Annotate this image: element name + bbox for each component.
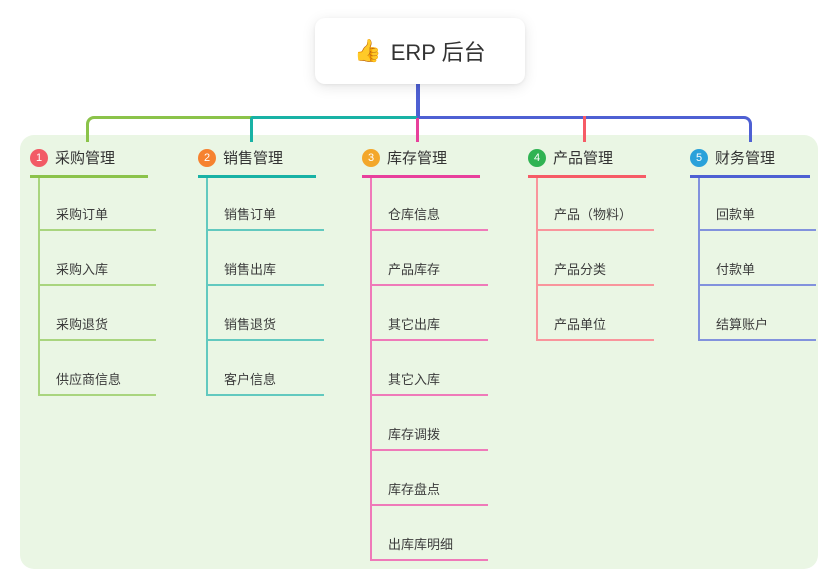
node-supplier-info[interactable]: 供应商信息	[38, 366, 156, 396]
node-receipt-order[interactable]: 回款单	[698, 201, 816, 231]
node-stock-transfer[interactable]: 库存调拨	[370, 421, 488, 451]
branch-purchase-header[interactable]: 1 采购管理	[30, 140, 148, 178]
node-stock-taking[interactable]: 库存盘点	[370, 476, 488, 506]
connector-branch-1	[86, 116, 253, 142]
branch-inventory: 3 库存管理 仓库信息 产品库存 其它出库 其它入库 库存调拨 库存盘点 出库库…	[362, 140, 488, 561]
branch-product-header[interactable]: 4 产品管理	[528, 140, 646, 178]
branch-label: 销售管理	[223, 150, 284, 167]
connector-branch-4	[583, 116, 586, 142]
branch-label: 库存管理	[387, 150, 448, 167]
branch-number-badge: 2	[198, 148, 216, 167]
branch-spine-line	[370, 178, 372, 559]
node-product-material[interactable]: 产品（物料）	[536, 201, 654, 231]
root-node-label: ERP 后台	[390, 40, 486, 65]
node-purchase-order[interactable]: 采购订单	[38, 201, 156, 231]
node-sales-return[interactable]: 销售退货	[206, 311, 324, 341]
branch-spine-line	[536, 178, 538, 339]
connector-branch-3	[416, 118, 419, 142]
node-payment-order[interactable]: 付款单	[698, 256, 816, 286]
branch-label: 财务管理	[715, 150, 776, 167]
root-stem-connector	[416, 84, 420, 118]
branch-number-badge: 4	[528, 148, 546, 167]
node-product-stock[interactable]: 产品库存	[370, 256, 488, 286]
branch-inventory-header[interactable]: 3 库存管理	[362, 140, 480, 178]
connector-branch-2	[250, 116, 418, 142]
branch-number-badge: 5	[690, 148, 708, 167]
branch-number-badge: 1	[30, 148, 48, 167]
node-product-unit[interactable]: 产品单位	[536, 311, 654, 341]
branch-label: 产品管理	[553, 150, 614, 167]
branch-spine-line	[206, 178, 208, 394]
node-other-inbound[interactable]: 其它入库	[370, 366, 488, 396]
branch-finance: 5 财务管理 回款单 付款单 结算账户	[690, 140, 816, 341]
node-sales-outbound[interactable]: 销售出库	[206, 256, 324, 286]
branch-number-badge: 3	[362, 148, 380, 167]
branch-spine-line	[698, 178, 700, 339]
node-purchase-inbound[interactable]: 采购入库	[38, 256, 156, 286]
branch-label: 采购管理	[55, 150, 116, 167]
node-other-outbound[interactable]: 其它出库	[370, 311, 488, 341]
root-node[interactable]: 👍 ERP 后台	[315, 18, 525, 84]
branch-product: 4 产品管理 产品（物料） 产品分类 产品单位	[528, 140, 654, 341]
branch-spine-line	[38, 178, 40, 394]
branch-finance-header[interactable]: 5 财务管理	[690, 140, 810, 178]
node-product-category[interactable]: 产品分类	[536, 256, 654, 286]
node-settlement-account[interactable]: 结算账户	[698, 311, 816, 341]
node-outbound-detail[interactable]: 出库库明细	[370, 531, 488, 561]
node-purchase-return[interactable]: 采购退货	[38, 311, 156, 341]
branch-sales-header[interactable]: 2 销售管理	[198, 140, 316, 178]
branch-purchase: 1 采购管理 采购订单 采购入库 采购退货 供应商信息	[30, 140, 156, 396]
node-warehouse-info[interactable]: 仓库信息	[370, 201, 488, 231]
node-customer-info[interactable]: 客户信息	[206, 366, 324, 396]
node-sales-order[interactable]: 销售订单	[206, 201, 324, 231]
thumbs-up-icon: 👍	[354, 38, 382, 63]
branches-panel	[20, 135, 818, 569]
branch-sales: 2 销售管理 销售订单 销售出库 销售退货 客户信息	[198, 140, 324, 396]
